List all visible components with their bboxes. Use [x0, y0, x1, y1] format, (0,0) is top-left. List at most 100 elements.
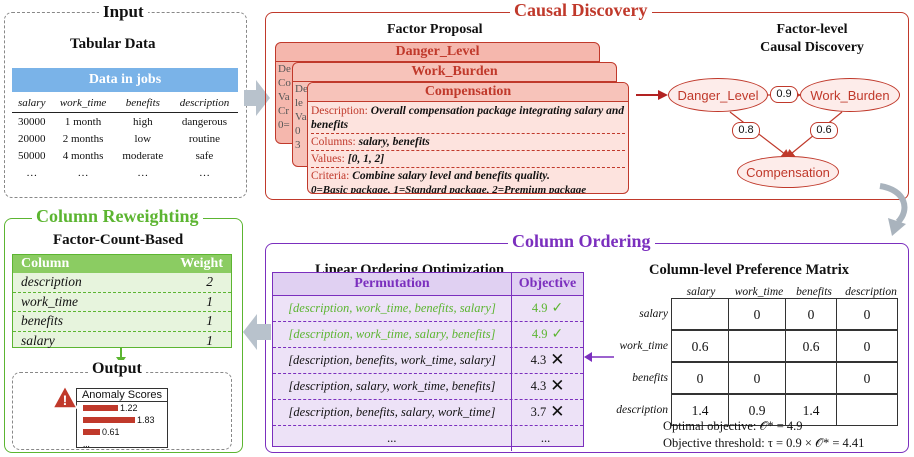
- preference-matrix-title: Column-level Preference Matrix: [649, 262, 849, 278]
- table-row: 20000 2 months low routine: [12, 130, 238, 147]
- optimal-objective: Optimal objective: 𝒪* = 4.9: [663, 419, 803, 433]
- values-value: [0, 1, 2]: [347, 153, 385, 165]
- cell: 4 months: [62, 149, 104, 162]
- permutation-cell: [description, salary, work_time, benefit…: [273, 374, 512, 399]
- cross-icon: ✕: [550, 402, 565, 422]
- weight-value: 1: [206, 332, 213, 348]
- card-fragment: Cr: [278, 105, 289, 117]
- edge-weight: 0.9: [770, 86, 798, 103]
- pm-cell: 0: [836, 297, 898, 330]
- card-fragment: Va: [278, 91, 290, 103]
- card-fragment: De: [295, 83, 308, 95]
- table-row: 30000 1 month high dangerous: [12, 113, 238, 131]
- cross-icon: ✕: [550, 350, 565, 370]
- objective-value: ...: [540, 431, 551, 445]
- anomaly-score-label: 0.61: [102, 427, 120, 437]
- cell: …: [26, 166, 38, 179]
- objective-threshold: Objective threshold: τ = 0.9 × 𝒪* = 4.41: [663, 436, 865, 450]
- input-title: Input: [99, 2, 148, 22]
- objective-value: 4.9: [531, 327, 548, 341]
- check-icon: ✓: [551, 326, 564, 342]
- input-data-table: salary work_time benefits description 30…: [12, 94, 238, 181]
- anomaly-score-bar: [83, 417, 135, 423]
- description-value: Overall compensation package integrating…: [311, 105, 625, 131]
- pm-cell: 0: [785, 297, 837, 330]
- weight-value: 1: [206, 313, 213, 328]
- gray-arrow-left-icon: [243, 314, 271, 350]
- factor-proposal-title: Factor Proposal: [387, 22, 483, 37]
- preference-matrix: salary work_time benefits description sa…: [610, 286, 902, 426]
- output-title: Output: [88, 360, 146, 378]
- values-label: Values:: [311, 153, 345, 165]
- pm-cell: [671, 297, 729, 330]
- criteria-label: Criteria:: [311, 170, 350, 182]
- pm-cell: [785, 361, 837, 394]
- card-fragment: 3: [295, 139, 301, 151]
- cross-icon: ✕: [550, 376, 565, 396]
- cell: moderate: [122, 149, 164, 162]
- description-label: Description:: [311, 105, 368, 117]
- objective-value: 3.7: [530, 405, 547, 419]
- permutation-row: ......: [273, 426, 583, 451]
- cell: 20000: [17, 132, 46, 145]
- pm-cell: 0.6: [785, 329, 837, 362]
- node-compensation: Compensation: [737, 156, 839, 188]
- curved-arrow-icon: [879, 183, 908, 236]
- permutation-row: [description, benefits, salary, work_tim…: [273, 400, 583, 426]
- card-title: Danger_Level: [276, 43, 599, 62]
- criteria-line2: 0=Basic package, 1=Standard package, 2=P…: [311, 184, 587, 194]
- table-row: … … … …: [12, 164, 238, 181]
- graph-title-line1: Factor-level: [776, 22, 848, 37]
- pm-cell: 0: [836, 361, 898, 394]
- card-title: Work_Burden: [293, 63, 616, 82]
- cell: low: [134, 132, 152, 145]
- pm-cell: 0: [671, 361, 729, 394]
- permutation-row: [description, salary, work_time, benefit…: [273, 374, 583, 400]
- pm-row-label: description: [616, 404, 668, 416]
- anomaly-score-label: 1.22: [120, 403, 138, 413]
- objective-header: Objective: [518, 276, 577, 291]
- card-fragment: le: [295, 97, 303, 109]
- weight-value: 2: [206, 274, 213, 289]
- column-header: Column: [21, 256, 70, 271]
- card-fragment: Va: [295, 111, 307, 123]
- pm-cell: 0: [836, 329, 898, 362]
- permutation-cell: [description, work_time, benefits, salar…: [273, 296, 512, 321]
- card-title: Compensation: [308, 83, 628, 102]
- objective-value: 4.9: [531, 301, 548, 315]
- cell: 50000: [17, 149, 46, 162]
- tabular-data-title: Tabular Data: [70, 36, 156, 52]
- cell: …: [137, 166, 149, 179]
- permutation-cell: [description, benefits, salary, work_tim…: [273, 400, 512, 425]
- cell: dangerous: [181, 115, 228, 128]
- edge-weight: 0.8: [732, 122, 760, 139]
- weight-column-name: work_time: [21, 293, 78, 309]
- weight-header: Weight: [180, 256, 223, 271]
- graph-title-line2: Causal Discovery: [760, 40, 864, 55]
- purple-arrow-icon: [584, 352, 614, 362]
- anomaly-score-label: 1.83: [137, 415, 155, 425]
- column-reweighting-title: Column Reweighting: [32, 206, 203, 227]
- card-fragment: 0: [295, 125, 301, 137]
- cell: 2 months: [62, 132, 104, 145]
- permutation-row: [description, work_time, benefits, salar…: [273, 296, 583, 322]
- pm-row-label: benefits: [632, 372, 668, 384]
- criteria-value: Combine salary level and benefits qualit…: [352, 170, 550, 182]
- card-fragment: 0=: [278, 119, 290, 131]
- column-ordering-title: Column Ordering: [508, 231, 655, 252]
- anomaly-score-bar: [83, 405, 118, 411]
- pm-cell: 0: [728, 297, 786, 330]
- data-table-header: Data in jobs: [12, 68, 238, 92]
- cell: high: [133, 115, 153, 128]
- col-header: work_time: [59, 97, 107, 109]
- objective-value: 4.3: [530, 353, 547, 367]
- warning-icon: !: [52, 385, 78, 409]
